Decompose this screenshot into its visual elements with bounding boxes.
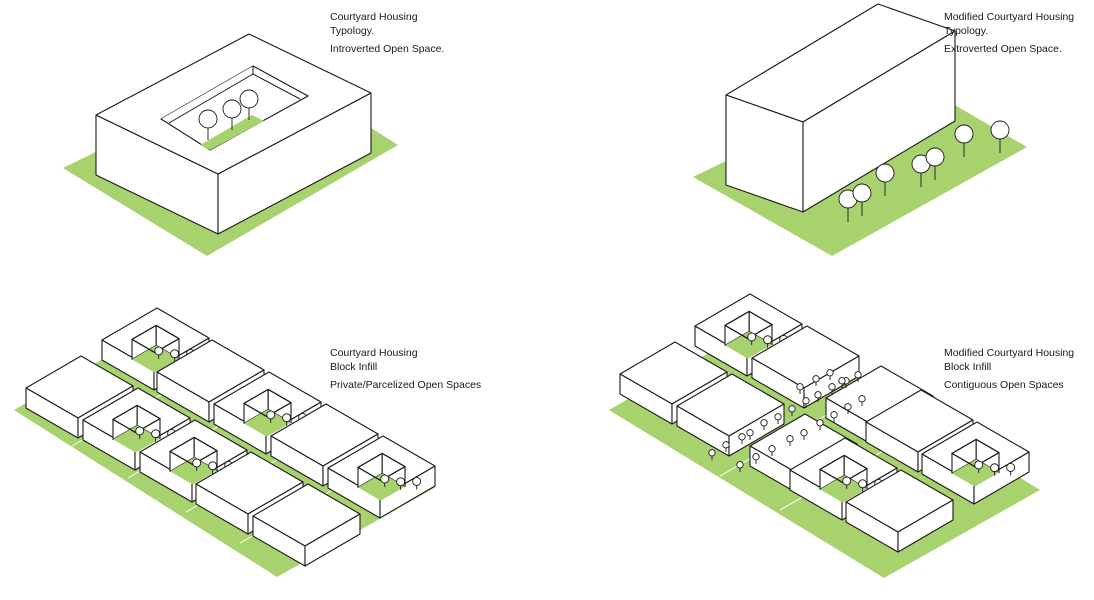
panel-title-line2: Typology. <box>330 25 375 37</box>
tree-icon <box>282 413 292 426</box>
tree-icon <box>828 383 836 394</box>
tree-icon <box>208 461 218 474</box>
tree-icon <box>239 89 259 120</box>
tree-icon <box>990 463 1000 476</box>
tree-icon <box>266 410 276 423</box>
panel-title-line2: Block Infill <box>944 361 992 373</box>
courtyard-lawn <box>725 331 772 359</box>
tree-icon <box>802 397 810 408</box>
tree-icon <box>990 120 1010 153</box>
tree-icon <box>875 163 895 196</box>
courtyard-lawn <box>820 475 867 503</box>
solid-block <box>676 373 785 457</box>
tree-icon <box>708 449 716 460</box>
tree-icon <box>746 429 754 440</box>
courtyard-lawn <box>170 457 217 485</box>
courtyard-block <box>327 435 436 519</box>
tree-icon <box>858 479 868 492</box>
courtyard-lawn <box>244 409 291 437</box>
panel-label-modified-infill: Modified Courtyard Housing Block Infill … <box>944 346 1074 392</box>
tree-icon <box>151 429 161 442</box>
panel-title-line1: Courtyard Housing <box>330 11 418 23</box>
tree-icon <box>760 419 768 430</box>
courtyard-lawn <box>952 459 999 487</box>
panel-title-line1: Modified Courtyard Housing <box>944 11 1075 23</box>
tree-icon <box>135 426 145 439</box>
tree-icon <box>925 147 945 180</box>
tree-icon <box>954 124 974 157</box>
panel-label-modified-single: Modified Courtyard Housing Typology. Ext… <box>944 10 1074 56</box>
tree-icon <box>788 405 796 416</box>
tree-icon <box>170 349 180 362</box>
courtyard-lawn <box>113 425 160 453</box>
tree-icon <box>800 429 808 440</box>
tree-icon <box>830 411 838 422</box>
tree-icon <box>854 371 862 382</box>
tree-icon <box>974 460 984 473</box>
solid-block <box>252 483 361 567</box>
panel-description: Private/Parcelized Open Spaces <box>330 379 482 391</box>
tree-icon <box>763 335 773 348</box>
tree-icon <box>736 461 744 472</box>
panel-description: Extroverted Open Space. <box>944 43 1062 55</box>
courtyard-block <box>921 421 1030 505</box>
tree-icon <box>747 332 757 345</box>
tree-icon <box>768 445 776 456</box>
tree-icon <box>858 395 866 406</box>
tree-icon <box>192 458 202 471</box>
tree-icon <box>826 369 834 380</box>
panel-label-courtyard-single: Courtyard Housing Typology. Introverted … <box>330 10 444 56</box>
tree-icon <box>852 183 872 216</box>
panel-description: Contiguous Open Spaces <box>944 379 1064 391</box>
tree-icon <box>412 476 422 490</box>
panel-title-line2: Block Infill <box>330 361 378 373</box>
tree-icon <box>844 403 852 414</box>
panel-title-line1: Modified Courtyard Housing <box>944 347 1075 359</box>
solid-block <box>845 469 954 553</box>
modified-building <box>725 3 956 213</box>
tree-icon <box>396 477 406 490</box>
tree-icon <box>380 474 390 487</box>
courtyard-lawn <box>132 345 179 373</box>
tree-icon <box>786 435 794 446</box>
tree-icon <box>738 433 746 444</box>
tree-icon <box>816 419 824 430</box>
panel-label-courtyard-infill: Courtyard Housing Block Infill Private/P… <box>330 346 481 392</box>
tree-icon <box>838 377 846 388</box>
tree-icon <box>911 154 931 187</box>
tree-icon <box>198 109 218 140</box>
panel-description: Introverted Open Space. <box>330 43 445 55</box>
tree-icon <box>814 391 822 402</box>
panel-title-line2: Typology. <box>944 25 989 37</box>
tree-icon <box>842 476 852 489</box>
tree-icon <box>1006 462 1016 476</box>
tree-icon <box>796 383 804 394</box>
tree-icon <box>752 453 760 464</box>
tree-icon <box>222 99 242 130</box>
tree-icon <box>722 441 730 452</box>
courtyard-lawn <box>200 115 264 150</box>
tree-icon <box>812 375 820 386</box>
tree-icon <box>774 413 782 424</box>
panel-title-line1: Courtyard Housing <box>330 347 418 359</box>
tree-icon <box>154 346 164 359</box>
courtyard-lawn <box>358 473 405 501</box>
